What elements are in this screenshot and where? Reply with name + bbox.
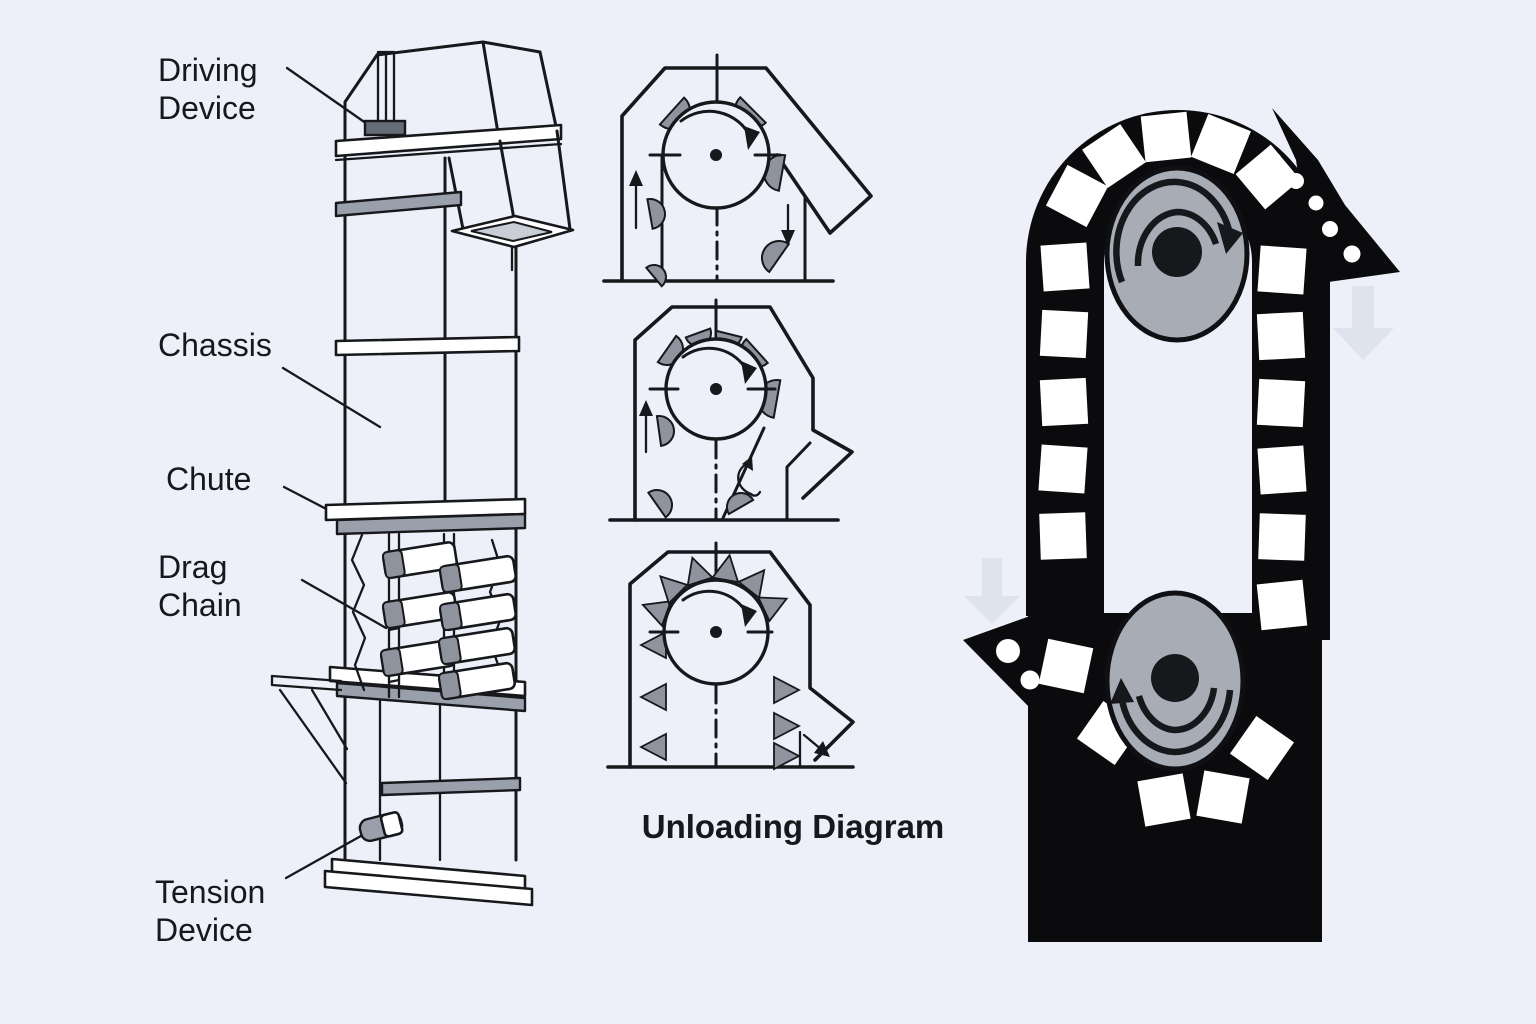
drag-chain-cutaway: [350, 532, 518, 701]
material-dots: [996, 152, 1361, 690]
chassis-column: [343, 53, 518, 865]
leader-lines: [281, 66, 388, 880]
discharge-spout-silhouette: [1272, 108, 1400, 284]
feed-spout-silhouette: [963, 616, 1030, 708]
belt-silhouette-figure: [963, 108, 1400, 942]
drag-chain-label-line2: Chain: [158, 587, 242, 623]
unloading-panel-1: [602, 53, 873, 288]
pulley-hub: [1152, 227, 1202, 277]
tension-device-part: [358, 811, 404, 843]
down-arrow-icon: [964, 558, 1020, 624]
drag-chain-bucket: [381, 541, 459, 579]
belt-buckets: [1038, 111, 1308, 827]
drag-chain-label-line1: Drag: [158, 549, 227, 585]
driving-device-part: [363, 119, 407, 137]
discharge-spout: [447, 129, 575, 272]
pulley-axis-dot: [710, 149, 722, 161]
part-labels: Driving Device Chassis Chute Drag Chain …: [155, 52, 272, 948]
head-pulley: [1104, 165, 1250, 343]
tension-device-label-line1: Tension: [155, 874, 265, 910]
pulley-axis-dot: [710, 383, 722, 395]
tension-device-label-line2: Device: [155, 912, 253, 948]
boot-pulley: [1104, 590, 1246, 772]
chute-label: Chute: [166, 461, 251, 497]
chute-flow-arrow: [798, 730, 830, 769]
column-bands: [324, 190, 527, 797]
rotation-arrow: [1113, 178, 1243, 284]
unloading-diagram-caption: Unloading Diagram: [642, 808, 945, 845]
unloading-panel-2: [608, 298, 854, 522]
unloading-diagrams: Unloading Diagram: [602, 53, 945, 845]
pulley-hub: [1151, 654, 1199, 702]
flow-direction-arrows: [964, 286, 1394, 624]
drag-chain-bucket: [437, 661, 517, 701]
base-pedestal: [323, 857, 534, 907]
pulley-axis-dot: [710, 626, 722, 638]
rotation-arrow: [1110, 678, 1234, 756]
bucket-teeth: [639, 553, 801, 771]
bucket-elevator-figure: Driving Device Chassis Chute Drag Chain …: [155, 40, 575, 948]
drag-chain-bucket: [438, 592, 518, 632]
driving-device-label-line1: Driving: [158, 52, 258, 88]
drag-chain-bucket: [379, 639, 457, 677]
drag-chain-bucket: [438, 554, 518, 594]
driving-device-label-line2: Device: [158, 90, 256, 126]
driving-device-head: [334, 40, 563, 162]
flow-arrows: [629, 170, 795, 246]
platform-bracket: [270, 674, 349, 785]
drag-chain-bucket: [437, 626, 517, 666]
chassis-label: Chassis: [158, 327, 272, 363]
unloading-panel-3: [606, 541, 855, 771]
flow-arrows: [639, 400, 653, 454]
down-arrow-icon: [1333, 286, 1394, 360]
